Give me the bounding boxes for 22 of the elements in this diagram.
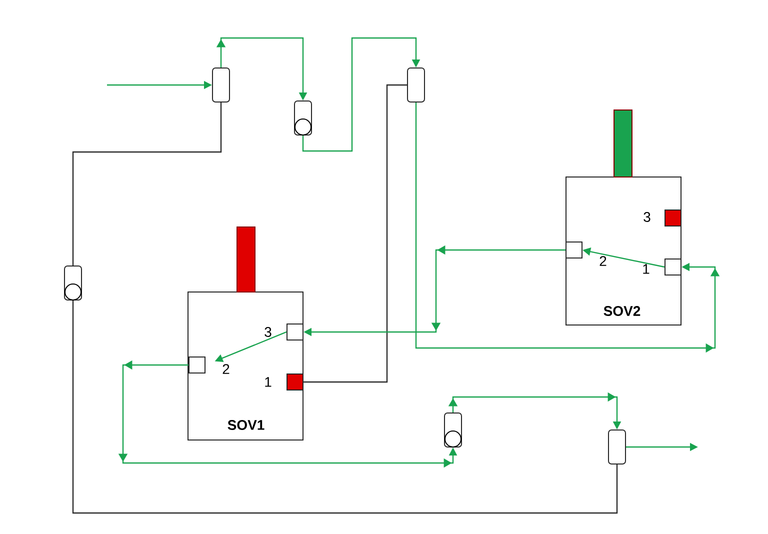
port-number: 2 [222, 364, 230, 374]
pipe-arrow [415, 102, 720, 353]
actuator-bar [236, 226, 256, 292]
check-valve [64, 266, 82, 300]
port-number: 1 [265, 377, 272, 387]
port-square [664, 210, 682, 226]
port-number: 3 [644, 212, 650, 222]
port-square [286, 374, 304, 390]
check-valve [444, 412, 462, 448]
tee-fitting [608, 430, 626, 464]
port-square [188, 356, 206, 374]
port-number: 2 [600, 256, 606, 266]
check-valve [294, 100, 312, 136]
port-number: 1 [643, 264, 650, 274]
port-number: 3 [264, 327, 272, 337]
tee-fitting [212, 68, 230, 102]
pipe-arrow [302, 37, 420, 152]
actuator-bar [614, 110, 632, 178]
port-square [566, 242, 582, 258]
port-square [286, 324, 304, 340]
port-square [664, 258, 682, 276]
tee-fitting [407, 68, 425, 102]
